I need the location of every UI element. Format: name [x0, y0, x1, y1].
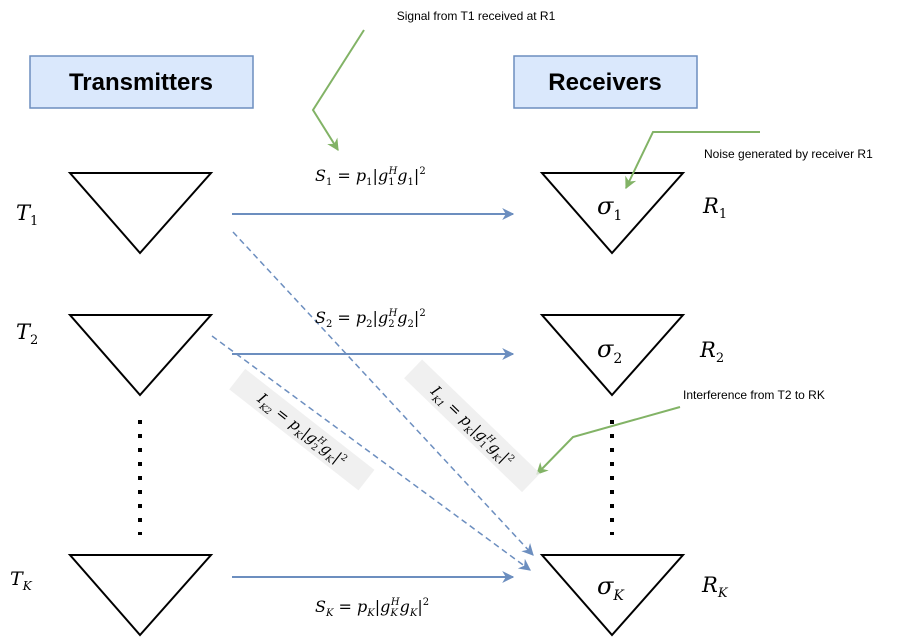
receiver-rk-label: RK — [701, 573, 729, 601]
signal-s2-formula: S2 = p2|g2Hg2|2 — [315, 308, 426, 330]
receiver-r1-label: R1 — [702, 194, 727, 222]
signal-sk-formula: SK = pK|gKHgK|2 — [315, 597, 429, 619]
receivers-header: Receivers — [513, 55, 698, 109]
receiver-r2-label: R2 — [699, 338, 724, 366]
transmitter-tk-triangle — [67, 554, 214, 637]
interference-annotation-label: Interference from T2 to RK — [683, 388, 825, 402]
signal-annotation-label: Signal from T1 received at R1 — [397, 9, 556, 23]
transmitter-tk-label: TK — [10, 568, 33, 593]
receiver-rk-noise: σK — [597, 572, 625, 604]
transmitter-t2-triangle — [67, 314, 214, 397]
interference-annotation-arrow — [536, 406, 681, 475]
receiver-rk-triangle — [539, 554, 686, 637]
receivers-header-label: Receivers — [548, 69, 661, 96]
receiver-r1-triangle — [539, 172, 686, 255]
interference-ik2-label-group: IK2 = pK|g2HgK|2 — [229, 368, 375, 491]
receiver-r2-triangle — [539, 314, 686, 397]
transmitter-t1-label: T1 — [16, 201, 38, 229]
receiver-r2-noise: σ2 — [597, 335, 622, 367]
signal-annotation-arrow — [311, 29, 365, 152]
receiver-r1-noise: σ1 — [597, 192, 622, 224]
transmitter-t2-label: T2 — [16, 320, 38, 348]
signal-s1-formula: S1 = p1|g1Hg1|2 — [315, 166, 426, 188]
transmitters-header-label: Transmitters — [69, 69, 213, 96]
interference-ik1-label-group: IK1 = pK|g1HgK|2 — [404, 359, 541, 493]
interference-ik1-formula: IK1 = pK|g1HgK|2 — [424, 381, 516, 471]
interference-t2-rk — [211, 335, 531, 571]
noise-annotation-arrow — [625, 131, 760, 190]
transmitters-header: Transmitters — [29, 55, 254, 109]
noise-annotation-label: Noise generated by receiver R1 — [704, 147, 873, 161]
interference-t1-rk — [232, 231, 534, 556]
transmitter-t1-triangle — [67, 172, 214, 255]
